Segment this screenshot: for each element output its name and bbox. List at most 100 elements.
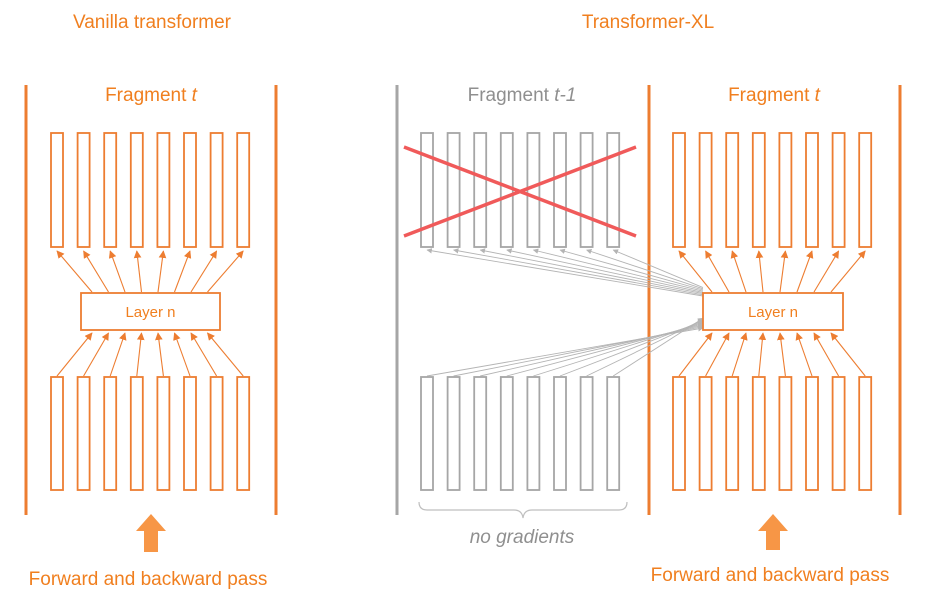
attention-arrow: [136, 332, 145, 377]
memory-arrow: [426, 248, 704, 297]
attention-arrow: [173, 332, 191, 377]
memory-token-box: [420, 132, 434, 248]
no-gradients-label: no gradients: [470, 527, 575, 548]
token-box: [50, 376, 64, 491]
token-box: [129, 376, 144, 491]
xl-layer-box: [702, 292, 844, 331]
token-box: [725, 376, 740, 491]
memory-arrow: [586, 248, 704, 290]
memory-token-box: [499, 132, 514, 248]
token-box: [751, 132, 766, 248]
attention-arrow: [207, 250, 244, 293]
token-box: [672, 376, 686, 491]
token-box: [805, 132, 819, 248]
token-box: [751, 376, 766, 491]
xl-layer-label: Layer n: [748, 304, 798, 321]
xl-prev-top-tokens: [420, 132, 621, 248]
xl-prev-bottom-tokens: [420, 376, 621, 491]
token-box: [831, 376, 846, 491]
memory-token-box: [473, 376, 488, 491]
memory-arrows: [426, 248, 704, 377]
attention-arrow: [83, 250, 109, 293]
attention-arrow: [173, 250, 192, 293]
token-box: [103, 376, 118, 491]
attention-arrow: [190, 250, 218, 293]
memory-token-box: [446, 132, 461, 248]
token-box: [778, 376, 793, 491]
memory-token-box: [553, 132, 567, 248]
vanilla-layer-box: [80, 292, 221, 331]
memory-token-box: [553, 376, 567, 491]
memory-arrow: [533, 321, 704, 377]
memory-token-box: [526, 132, 541, 248]
token-box: [858, 132, 873, 248]
up-arrow-icon: [136, 514, 166, 552]
vanilla-fragment-label: Fragment t: [105, 85, 198, 106]
token-box: [50, 132, 64, 248]
token-box: [672, 132, 686, 248]
token-box: [129, 132, 144, 248]
token-box: [236, 376, 251, 491]
attention-arrow: [813, 250, 840, 293]
token-box: [156, 376, 171, 491]
attention-arrow: [108, 250, 126, 293]
memory-arrow: [586, 319, 704, 377]
token-box: [236, 132, 251, 248]
attention-arrow: [157, 250, 167, 293]
token-box: [698, 376, 713, 491]
token-box: [76, 376, 91, 491]
attention-arrow: [796, 250, 814, 293]
memory-arrow: [559, 248, 704, 291]
attention-arrow: [755, 250, 764, 293]
xl-pass-label: Forward and backward pass: [651, 565, 890, 586]
memory-arrow: [612, 249, 704, 289]
memory-token-box: [579, 132, 594, 248]
memory-token-box: [446, 376, 461, 491]
attention-arrow: [207, 332, 244, 377]
token-box: [698, 132, 713, 248]
xl-heading: Transformer-XL: [582, 12, 714, 33]
attention-arrow: [83, 332, 109, 377]
attention-arrow: [109, 332, 127, 377]
attention-arrow: [678, 250, 713, 293]
attention-arrow: [758, 332, 767, 377]
attention-arrow: [830, 332, 866, 377]
token-box: [183, 376, 197, 491]
xl-curr-top-tokens: [672, 132, 873, 248]
xl-prev-fragment-label: Fragment t-1: [468, 85, 577, 106]
curly-brace-icon: [418, 501, 628, 519]
vanilla-bottom-tokens: [50, 376, 251, 491]
attention-arrow: [705, 250, 730, 293]
attention-arrow: [830, 250, 866, 293]
attention-arrow: [155, 332, 164, 377]
attention-arrow: [813, 332, 840, 377]
memory-arrow: [532, 248, 704, 292]
xl-curr-fragment-label: Fragment t: [728, 85, 821, 106]
token-box: [805, 376, 819, 491]
token-box: [778, 132, 793, 248]
attention-arrow: [190, 332, 218, 377]
vanilla-layer-label: Layer n: [125, 304, 175, 321]
token-box: [156, 132, 171, 248]
token-box: [103, 132, 118, 248]
attention-arrow: [779, 250, 789, 293]
xl-curr-bottom-tokens: [672, 376, 873, 491]
token-box: [183, 132, 197, 248]
attention-arrow: [56, 250, 93, 293]
memory-token-box: [606, 132, 621, 248]
attention-arrow: [133, 250, 143, 293]
memory-arrow: [453, 248, 704, 296]
memory-token-box: [420, 376, 434, 491]
memory-token-box: [499, 376, 514, 491]
memory-token-box: [526, 376, 541, 491]
cross-icon: [403, 145, 637, 238]
attention-arrow: [678, 332, 713, 377]
vanilla-pass-label: Forward and backward pass: [29, 569, 268, 590]
vanilla-heading: Vanilla transformer: [73, 12, 232, 33]
memory-token-box: [473, 132, 488, 248]
attention-arrow: [777, 332, 786, 377]
token-box: [858, 376, 873, 491]
attention-arrow: [795, 332, 813, 377]
up-arrow-icon: [758, 514, 788, 550]
